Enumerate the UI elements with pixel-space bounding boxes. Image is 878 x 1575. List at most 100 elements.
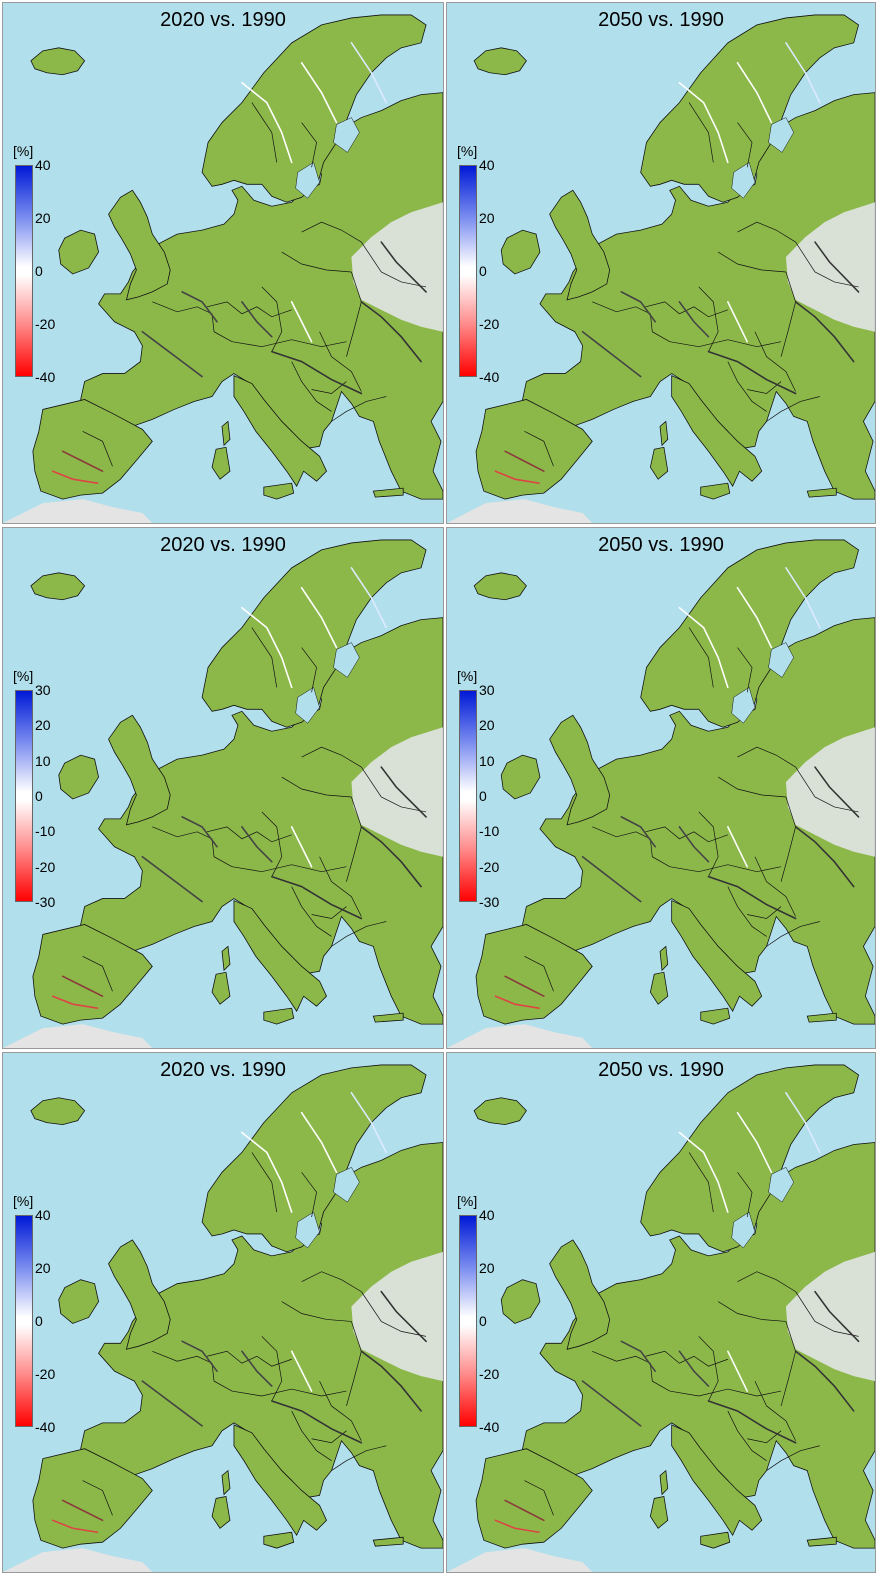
country-border xyxy=(251,627,278,688)
mainland-europe xyxy=(80,617,443,1025)
country-border xyxy=(592,826,670,868)
sicily xyxy=(263,1007,295,1025)
river xyxy=(581,330,642,378)
europe-map xyxy=(3,528,443,1048)
legend-unit: [%] xyxy=(457,143,478,159)
country-border xyxy=(346,796,362,882)
africa-coast xyxy=(3,1024,153,1048)
sardinia xyxy=(211,446,231,480)
country-border xyxy=(311,381,347,394)
sardinia xyxy=(649,446,669,480)
legend-tick: 20 xyxy=(479,210,495,226)
country-border xyxy=(346,1321,362,1407)
map-layer xyxy=(447,14,875,523)
iberian-peninsula xyxy=(32,399,153,500)
country-border xyxy=(717,776,786,798)
color-scale-legend: [%] 40 20 0 -20 -40 xyxy=(11,1193,81,1435)
river xyxy=(494,995,540,1009)
legend-tick: -40 xyxy=(35,1419,56,1435)
country-border xyxy=(727,1410,767,1461)
river xyxy=(181,291,218,323)
legend-tick: -20 xyxy=(35,316,56,332)
country-border xyxy=(717,1301,786,1322)
legend-tick: 0 xyxy=(35,1313,43,1329)
corsica xyxy=(659,945,669,972)
color-scale-bar xyxy=(459,1215,477,1427)
mainland-europe xyxy=(522,617,875,1025)
country-border xyxy=(346,271,362,357)
great-britain xyxy=(108,1239,171,1350)
legend-tick: -20 xyxy=(479,858,500,875)
country-border xyxy=(754,856,796,917)
legend-tick: -10 xyxy=(479,823,500,840)
crete xyxy=(806,1536,837,1547)
color-scale-legend: [%] 40 20 0 -20 -40 xyxy=(455,1193,525,1434)
country-border xyxy=(698,811,719,877)
europe-map xyxy=(3,1053,443,1572)
map-panel-6: 2050 vs. 1990 [%] 40 20 0 -20 -40 xyxy=(446,1052,876,1573)
river xyxy=(141,855,203,903)
legend-tick: -20 xyxy=(479,316,500,332)
map-layer xyxy=(3,539,443,1048)
country-border xyxy=(82,956,113,992)
sicily xyxy=(700,1531,731,1549)
country-border xyxy=(301,122,317,168)
crete xyxy=(372,1536,404,1547)
eastern-region-shade xyxy=(785,1251,875,1382)
country-border xyxy=(206,1350,292,1367)
river xyxy=(581,1380,642,1427)
country-border xyxy=(331,396,387,422)
eastern-region-shade xyxy=(785,202,875,332)
country-border xyxy=(669,1388,782,1397)
legend-tick: 20 xyxy=(479,717,495,734)
country-border xyxy=(261,1336,283,1402)
country-border xyxy=(319,856,362,917)
iceland xyxy=(473,47,527,76)
iberian-peninsula xyxy=(475,399,593,500)
river xyxy=(241,1350,273,1387)
map-panel-2: 2050 vs. 1990 [%] 40 20 0 -20 -40 xyxy=(446,2,876,524)
river xyxy=(494,1519,540,1534)
country-border xyxy=(281,1301,352,1322)
eastern-region-shade xyxy=(351,1251,443,1382)
italian-peninsula xyxy=(233,1424,328,1537)
iceland xyxy=(473,572,527,601)
country-border xyxy=(737,647,753,693)
europe-map xyxy=(447,528,875,1048)
map-panel-4: 2050 vs. 1990 [%] 30 20 10 0 -10 -20 -30 xyxy=(446,527,876,1049)
legend-tick: 20 xyxy=(479,1260,495,1276)
country-border xyxy=(669,864,782,873)
river xyxy=(814,241,860,293)
country-border xyxy=(737,746,796,768)
river xyxy=(350,42,388,104)
lake xyxy=(333,1167,360,1203)
country-border xyxy=(747,906,782,919)
country-border xyxy=(361,766,427,813)
lake xyxy=(295,1211,320,1249)
sardinia xyxy=(649,1495,669,1529)
country-border xyxy=(301,1271,362,1292)
river xyxy=(707,875,797,920)
river xyxy=(678,1131,729,1213)
iberian-peninsula xyxy=(475,924,593,1025)
river xyxy=(241,606,293,689)
legend-tick: 20 xyxy=(35,717,51,734)
country-border xyxy=(766,1445,820,1471)
country-border xyxy=(737,1271,796,1292)
legend-tick: 0 xyxy=(479,263,487,279)
color-scale-legend: [%] 30 20 10 0 -10 -20 -30 xyxy=(455,668,525,909)
ireland xyxy=(58,229,99,275)
europe-map xyxy=(3,3,443,523)
legend-unit: [%] xyxy=(13,143,34,159)
ireland xyxy=(500,229,541,275)
map-layer xyxy=(3,14,443,523)
river xyxy=(707,1400,797,1444)
country-border xyxy=(331,921,387,947)
italian-peninsula xyxy=(233,374,328,487)
panel-title: 2050 vs. 1990 xyxy=(598,534,724,556)
lake xyxy=(333,642,360,678)
color-scale-bar xyxy=(15,690,33,902)
lake xyxy=(295,687,320,724)
country-border xyxy=(311,906,347,919)
map-panel-1: 2020 vs. 1990 [%] 40 20 0 -20 -40 xyxy=(2,2,444,524)
